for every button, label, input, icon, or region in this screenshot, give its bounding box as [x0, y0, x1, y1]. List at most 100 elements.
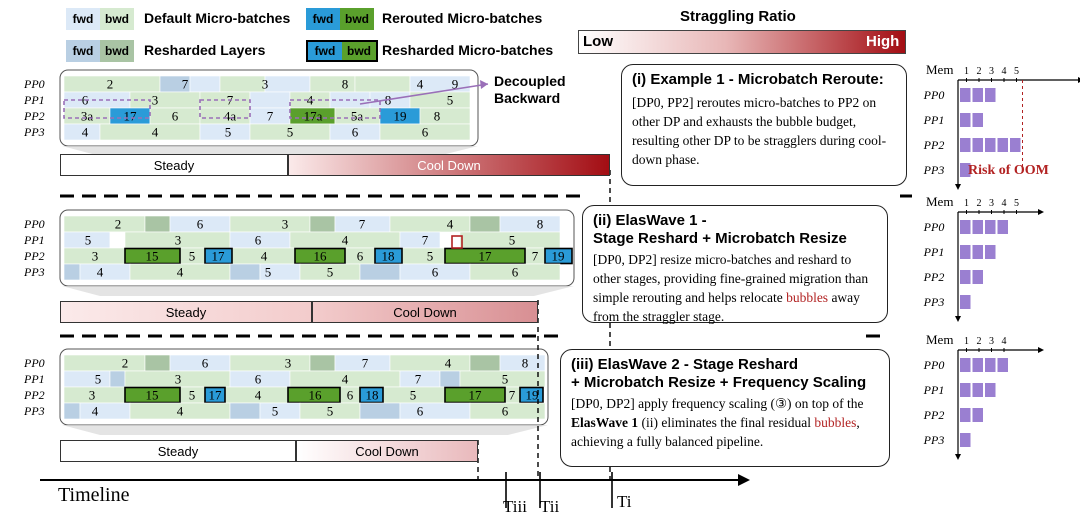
timeline-arrowhead	[738, 474, 750, 486]
mb-num-p1-r3-0: 4	[82, 125, 89, 140]
resharded-outline-p3-9	[444, 386, 506, 404]
pp-label-p2-3: PP3	[23, 265, 45, 279]
legend-rerouted-chip: fwd bwd	[306, 8, 374, 30]
phase-cool-1: Cool Down	[288, 154, 610, 176]
mem-pp-label-1-1: PP1	[923, 113, 945, 127]
mem-bar-3-2-0	[960, 408, 971, 422]
pp-label-p1-0: PP0	[23, 77, 45, 91]
mb-num-p3-r0-5: 8	[522, 356, 529, 371]
decoupled-box-0	[63, 99, 151, 119]
cell-p2-r2-s8	[401, 247, 446, 265]
resharded-outline-p2-7	[374, 247, 403, 265]
phase-steady-2: Steady	[60, 301, 312, 323]
mb-num-p3-r0-3: 7	[362, 356, 369, 371]
cell-p3-r0-s3	[229, 354, 311, 372]
mb-num-p1-r2-3: 4a	[224, 109, 237, 124]
callout-example-1: (i) Example 1 - Microbatch Reroute: [DP0…	[621, 64, 907, 186]
mb-num-p3-r1-0: 5	[95, 372, 102, 387]
mb-num-p1-r2-4: 7	[267, 109, 274, 124]
mem-title-1: Mem	[926, 62, 953, 77]
legend-resharded-fwd: fwd	[308, 42, 342, 60]
mb-num-p2-r0-2: 3	[282, 217, 289, 232]
mb-num-p1-r3-2: 5	[225, 125, 232, 140]
decoupled-box-2	[289, 99, 381, 119]
callout-2-body: [DP0, DP2] resize micro-batches and resh…	[593, 250, 877, 326]
mem-pp-label-3-1: PP1	[923, 383, 945, 397]
callout-3-body-2: (ii) eliminates the final residual	[638, 415, 815, 430]
mem-pp-label-1-3: PP3	[923, 163, 945, 177]
mb-num-p1-r2-1: 17	[124, 109, 138, 124]
cell-p1-r0-s4	[264, 75, 311, 93]
mb-num-p2-r2-5: 16	[314, 249, 328, 264]
mem-tick-1-2: 3	[989, 66, 994, 77]
cell-p1-r0-s3	[219, 75, 266, 93]
mb-num-p2-r2-1: 15	[146, 249, 159, 264]
phase-cool-2: Cool Down	[312, 301, 538, 323]
mem-bar-3-1-2	[985, 383, 996, 397]
cell-p2-r3-s0	[63, 263, 81, 281]
decoupled-label-line2: Backward	[494, 90, 561, 106]
mem-bar-2-3-0	[960, 295, 971, 309]
mb-num-p3-r0-1: 6	[202, 356, 209, 371]
mem-tick-1-0: 1	[964, 66, 969, 77]
mb-num-p3-r2-10: 7	[509, 388, 516, 403]
mem-xarrow-3	[1038, 347, 1044, 353]
mb-num-p2-r1-1: 3	[175, 233, 182, 248]
cell-p3-r3-s4	[259, 402, 301, 420]
straggling-ratio-title: Straggling Ratio	[680, 8, 796, 25]
legend-rerouted-bwd: bwd	[340, 8, 374, 30]
mb-num-p3-r2-4: 4	[255, 388, 262, 403]
mb-num-p3-r0-4: 4	[445, 356, 452, 371]
cell-p3-r1-s0	[63, 370, 111, 388]
mb-num-p2-r1-4: 7	[422, 233, 429, 248]
legend-layers-label: Resharded Layers	[144, 42, 266, 58]
mem-tick-3-2: 3	[989, 336, 994, 347]
cell-p1-r0-s2	[189, 75, 221, 93]
cell-p2-r3-s6	[359, 263, 401, 281]
mem-pp-label-2-2: PP2	[923, 270, 945, 284]
timeline-tick-tii: Tii	[540, 497, 560, 516]
mb-num-p3-r1-3: 4	[342, 372, 349, 387]
phase-steady-1: Steady	[60, 154, 288, 176]
mb-num-p2-r0-3: 7	[359, 217, 366, 232]
cell-p3-r0-s0	[63, 354, 146, 372]
mb-num-p3-r2-5: 16	[309, 388, 323, 403]
mem-bar-1-1-1	[972, 113, 983, 127]
legend-rerouted-fwd: fwd	[306, 8, 340, 30]
callout-2-body-1: [DP0, DP2] resize micro-batches and resh…	[593, 252, 869, 305]
legend-default-label: Default Micro-batches	[144, 10, 291, 26]
mem-bar-3-1-0	[960, 383, 971, 397]
cell-p1-r3-s5	[379, 123, 471, 141]
mem-yarrow-1	[955, 184, 961, 190]
legend-default-bwd: bwd	[100, 8, 134, 30]
mb-num-p1-r3-5: 6	[422, 125, 429, 140]
mem-tick-1-3: 4	[1002, 66, 1007, 77]
callout-2-title-2: Stage Reshard + Microbatch Resize	[593, 230, 847, 247]
cell-p3-r0-s2	[169, 354, 231, 372]
mb-num-p2-r0-0: 2	[115, 217, 122, 232]
mb-num-p3-r2-7: 18	[366, 388, 379, 403]
mb-num-p3-r2-3: 17	[209, 388, 223, 403]
cell-p3-r0-s4	[309, 354, 336, 372]
callout-2-bubbles: bubbles	[786, 290, 829, 305]
callout-3-bubbles: bubbles	[814, 415, 857, 430]
cell-p3-r0-s6	[389, 354, 471, 372]
mb-num-p3-r1-4: 7	[415, 372, 422, 387]
risk-of-oom-label: Risk of OOM	[968, 163, 1049, 178]
mb-num-p2-r2-3: 17	[212, 249, 226, 264]
mb-num-p2-r0-5: 8	[537, 217, 544, 232]
mb-num-p3-r1-5: 5	[502, 372, 509, 387]
mem-bar-3-3-0	[960, 433, 971, 447]
cell-p2-r3-s8	[469, 263, 561, 281]
callout-3-body-1: [DP0, DP2] apply frequency scaling (③) o…	[571, 396, 864, 411]
resharded-outline-p2-1	[124, 247, 181, 265]
cell-p3-r0-s7	[469, 354, 501, 372]
mb-num-p3-r2-2: 5	[189, 388, 196, 403]
mem-pp-label-2-3: PP3	[923, 295, 945, 309]
cell-p3-r3-s6	[359, 402, 401, 420]
cell-p3-r3-s8	[469, 402, 546, 420]
cell-p2-r0-s3	[229, 215, 311, 233]
mb-num-p3-r2-11: 19	[526, 388, 539, 403]
pp-label-p3-1: PP1	[23, 372, 45, 386]
